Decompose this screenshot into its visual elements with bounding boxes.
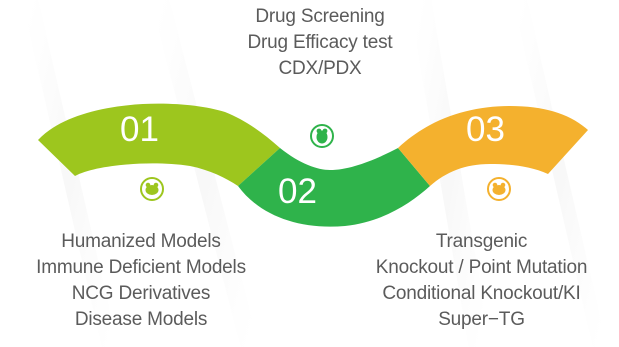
segment-03-item: Knockout / Point Mutation — [375, 257, 588, 278]
segment-02-item: Drug Screening — [255, 6, 385, 27]
segment-02-list: Drug Screening Drug Efficacy test CDX/PD… — [210, 4, 430, 82]
segment-03-item: Conditional Knockout/KI — [382, 283, 581, 304]
segment-03-item: Super−TG — [438, 309, 525, 330]
segment-01-item: Immune Deficient Models — [36, 257, 246, 278]
segment-01-item: NCG Derivatives — [71, 283, 211, 304]
segment-03-item: Transgenic — [435, 231, 528, 252]
segment-02-number: 02 — [278, 172, 317, 211]
segment-03-number: 03 — [466, 110, 505, 149]
segment-01-band — [38, 103, 280, 186]
mouse-icon-lime — [140, 177, 164, 201]
mouse-icon-orange — [487, 177, 511, 201]
segment-03-list: Transgenic Knockout / Point Mutation Con… — [344, 229, 619, 333]
segment-02-item: Drug Efficacy test — [247, 32, 393, 53]
mouse-icon-green — [310, 124, 334, 148]
background-streaks — [22, 0, 607, 347]
segment-01-item: Disease Models — [74, 309, 208, 330]
segment-02-item: CDX/PDX — [278, 58, 362, 79]
segment-01-list: Humanized Models Immune Deficient Models… — [0, 229, 282, 333]
segment-03-band — [398, 106, 588, 186]
segment-02-band — [238, 148, 430, 227]
segment-01-number: 01 — [120, 110, 159, 149]
segment-01-item: Humanized Models — [61, 231, 221, 252]
